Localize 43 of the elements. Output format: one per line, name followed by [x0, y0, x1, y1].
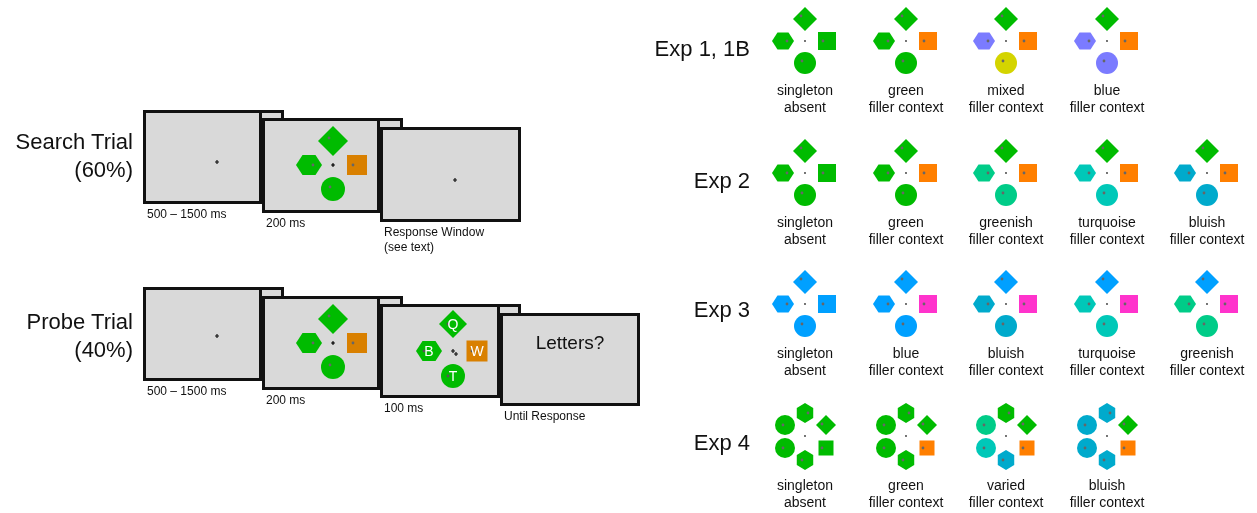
- duration-label: 100 ms: [384, 401, 425, 416]
- condition-caption: turquoise filler context: [1068, 345, 1146, 379]
- condition-caption: varied filler context: [967, 477, 1045, 511]
- duration-label: 500 – 1500 ms: [147, 207, 228, 222]
- condition-caption: bluish filler context: [967, 345, 1045, 379]
- display-screen: [262, 118, 380, 213]
- letter-stimulus: T: [440, 363, 466, 389]
- condition-caption: blue filler context: [867, 345, 945, 379]
- condition-caption: singleton absent: [775, 477, 834, 511]
- trial-type-label: Search Trial (60%): [14, 128, 133, 184]
- condition-caption: blue filler context: [1068, 82, 1146, 116]
- condition-caption: greenish filler context: [967, 214, 1045, 248]
- duration-label: 200 ms: [266, 216, 307, 231]
- condition-caption: singleton absent: [775, 345, 834, 379]
- display-screen: [262, 296, 380, 390]
- duration-label: Response Window (see text): [384, 225, 486, 255]
- trial-type-label: Probe Trial (40%): [25, 308, 133, 364]
- duration-label: 200 ms: [266, 393, 307, 408]
- condition-caption: singleton absent: [775, 214, 834, 248]
- letter-stimulus: B: [416, 338, 442, 364]
- condition-caption: turquoise filler context: [1068, 214, 1146, 248]
- condition-caption: bluish filler context: [1068, 477, 1146, 511]
- condition-caption: bluish filler context: [1168, 214, 1246, 248]
- experiment-label: Exp 3: [692, 296, 750, 324]
- condition-caption: singleton absent: [775, 82, 834, 116]
- experiment-label: Exp 4: [692, 429, 750, 457]
- letter-stimulus: Q: [440, 311, 466, 337]
- prompt-text: Letters?: [534, 332, 606, 354]
- letter-stimulus: W: [464, 338, 490, 364]
- display-screen: [143, 287, 262, 381]
- condition-caption: mixed filler context: [967, 82, 1045, 116]
- display-screen: [500, 313, 640, 406]
- condition-caption: greenish filler context: [1168, 345, 1246, 379]
- display-screen: [143, 110, 262, 204]
- display-screen: [380, 127, 521, 222]
- condition-caption: green filler context: [867, 477, 945, 511]
- experiment-label: Exp 2: [692, 167, 750, 195]
- experiment-label: Exp 1, 1B: [653, 35, 750, 63]
- duration-label: Until Response: [504, 409, 587, 424]
- display-screen: [380, 304, 500, 398]
- condition-caption: green filler context: [867, 214, 945, 248]
- condition-caption: green filler context: [867, 82, 945, 116]
- duration-label: 500 – 1500 ms: [147, 384, 228, 399]
